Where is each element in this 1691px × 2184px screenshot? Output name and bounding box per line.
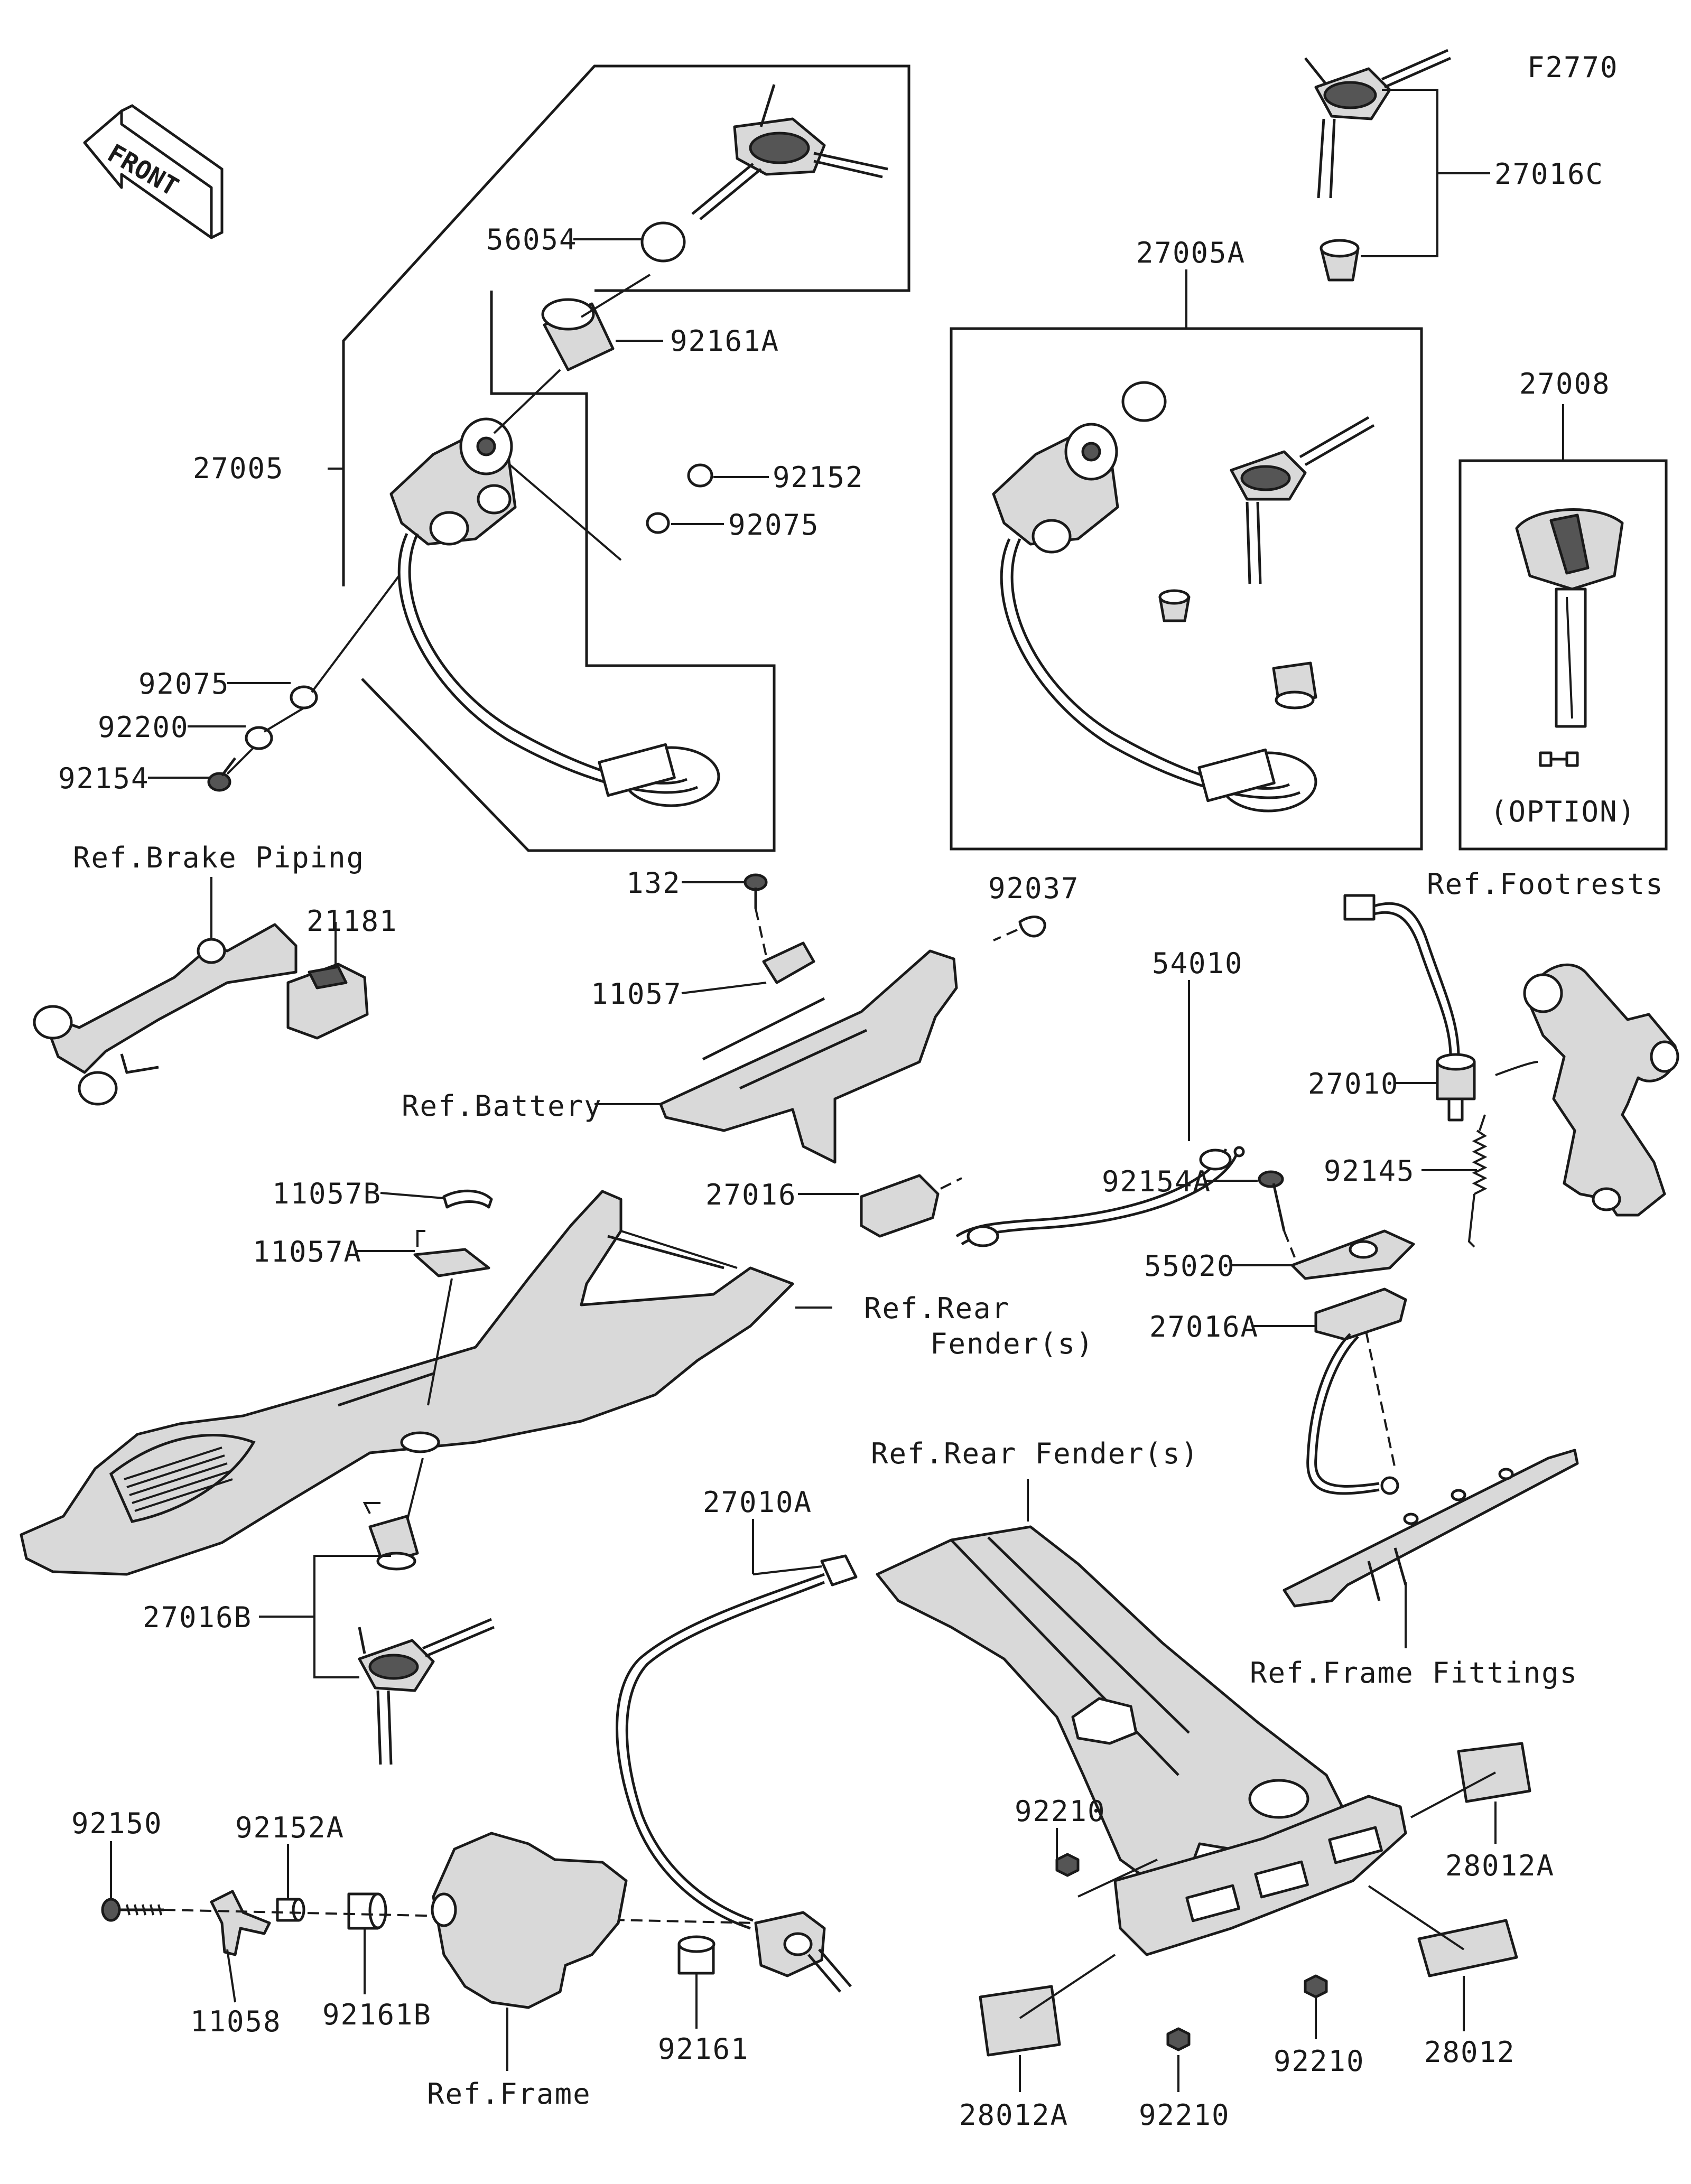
ref-rear-fender-1b: Fender(s): [930, 1327, 1094, 1360]
label-92200: 92200: [98, 711, 189, 744]
label-27005: 27005: [193, 452, 284, 485]
ref-brake-piping: Ref.Brake Piping: [73, 841, 365, 874]
leader-lines: [110, 238, 1497, 2092]
label-option: (OPTION): [1490, 795, 1636, 828]
frame-bracket: [431, 1832, 628, 2071]
option-key-27008: [1458, 404, 1668, 851]
lock-27016A: [1306, 1287, 1407, 1495]
ref-frame: Ref.Frame: [427, 2077, 591, 2111]
switch-27010A: [616, 1554, 858, 1993]
nut-92210-a: [1055, 1853, 1080, 1877]
front-arrow-icon: FRONT: [83, 104, 224, 239]
label-27010: 27010: [1308, 1067, 1399, 1100]
label-27010A: 27010A: [703, 1486, 812, 1519]
label-92145: 92145: [1324, 1154, 1415, 1188]
nut-92210-c: [1166, 2027, 1191, 2051]
rear-frame: [20, 1189, 794, 1765]
switch-27010: [1343, 894, 1476, 1122]
collar-92152A: [276, 1898, 305, 1922]
washer-92200: [245, 726, 273, 750]
washer-56054: [640, 221, 686, 263]
reference-labels: Ref.Brake Piping Ref.Battery Ref.Footres…: [73, 841, 1664, 2111]
bolt-92150: [101, 1898, 164, 1922]
label-54010: 54010: [1152, 947, 1243, 980]
label-28012A-top: 28012A: [1445, 1849, 1555, 1882]
label-28012A-bottom: 28012A: [959, 2098, 1069, 2132]
ref-footrests: Ref.Footrests: [1427, 867, 1664, 901]
label-56054: 56054: [486, 223, 578, 256]
key-set-27016C: [1304, 49, 1490, 282]
label-28012: 28012: [1424, 2036, 1516, 2069]
lock-27016B: [363, 1502, 419, 1571]
cap-92161A: [541, 298, 615, 371]
label-27016C: 27016C: [1494, 157, 1604, 191]
ref-battery: Ref.Battery: [402, 1089, 602, 1123]
label-11058: 11058: [190, 2005, 282, 2038]
clip-92037: [1018, 916, 1046, 938]
spring-92145: [1467, 1114, 1488, 1248]
label-92154A: 92154A: [1102, 1165, 1211, 1198]
label-21181: 21181: [306, 904, 398, 938]
label-92161A: 92161A: [670, 324, 779, 358]
reflector-28012A-bottom: [979, 1954, 1116, 2057]
label-92161B: 92161B: [322, 1998, 432, 2031]
key-27016B: [358, 1618, 495, 1765]
brake-piping-bracket: [33, 877, 298, 1106]
bolt-132: [744, 873, 768, 909]
ignition-switch-assembly-27005: [207, 64, 910, 852]
label-55020: 55020: [1144, 1249, 1235, 1283]
label-27005A: 27005A: [1136, 236, 1246, 269]
ignition-key-icon: [691, 84, 888, 220]
label-92152A: 92152A: [235, 1811, 345, 1844]
footrest-bracket: [1495, 963, 1679, 1217]
label-92150: 92150: [71, 1807, 163, 1840]
label-132: 132: [626, 866, 681, 900]
ignition-switch-body: [389, 417, 720, 807]
label-11057B: 11057B: [272, 1177, 382, 1210]
label-11057A: 11057A: [253, 1235, 362, 1268]
bracket-11058: [210, 1890, 271, 2003]
ref-frame-fittings: Ref.Frame Fittings: [1250, 1656, 1578, 1690]
clip-11057B: [442, 1189, 493, 1209]
clip-11057: [762, 941, 815, 984]
label-92210-c: 92210: [1139, 2098, 1230, 2132]
label-92075: 92075: [138, 667, 230, 701]
screw-92154: [207, 757, 236, 792]
label-92152: 92152: [773, 461, 864, 494]
label-92161: 92161: [658, 2032, 749, 2066]
plate-55020: [1290, 1229, 1415, 1280]
clip-11057A: [413, 1248, 490, 1277]
label-92075-top: 92075: [728, 508, 820, 542]
label-92154: 92154: [58, 762, 150, 795]
option-key-icon: [1539, 751, 1579, 767]
seat-lock-27016: [860, 1174, 962, 1238]
label-27016A: 27016A: [1149, 1310, 1259, 1343]
label-92210-b: 92210: [1274, 2045, 1365, 2078]
grommet-92161: [677, 1935, 716, 2029]
washer-92075-top: [646, 512, 670, 534]
frame-fittings-plate: [1283, 1449, 1579, 1648]
reflector-28012A-top: [1410, 1742, 1531, 1818]
ref-rear-fender-1a: Ref.Rear: [864, 1292, 1010, 1325]
label-27016: 27016: [705, 1178, 797, 1211]
lock-cylinder-27016C: [1320, 239, 1360, 282]
label-27008: 27008: [1519, 367, 1611, 400]
grommet-92161B: [347, 1892, 387, 1930]
label-11057: 11057: [591, 977, 682, 1011]
part-labels: 27005 56054 92161A 92152 92075 92075 922…: [58, 157, 1636, 2132]
license-plate-bracket: [1077, 1795, 1407, 1956]
nut-92210-b: [1304, 1974, 1328, 1999]
label-92210-a: 92210: [1015, 1795, 1106, 1828]
washer-92152: [687, 463, 713, 488]
label-92037: 92037: [988, 872, 1080, 905]
reflector-28012: [1368, 1885, 1518, 1977]
relay-21181: [286, 922, 369, 1040]
figure-id: F2770: [1527, 51, 1619, 84]
battery-tray: [659, 873, 1046, 1164]
screw-92154A: [1258, 1170, 1296, 1258]
label-27016B: 27016B: [143, 1601, 252, 1634]
ignition-switch-set-27005A: [950, 269, 1423, 851]
ref-rear-fender-2: Ref.Rear Fender(s): [871, 1437, 1199, 1470]
